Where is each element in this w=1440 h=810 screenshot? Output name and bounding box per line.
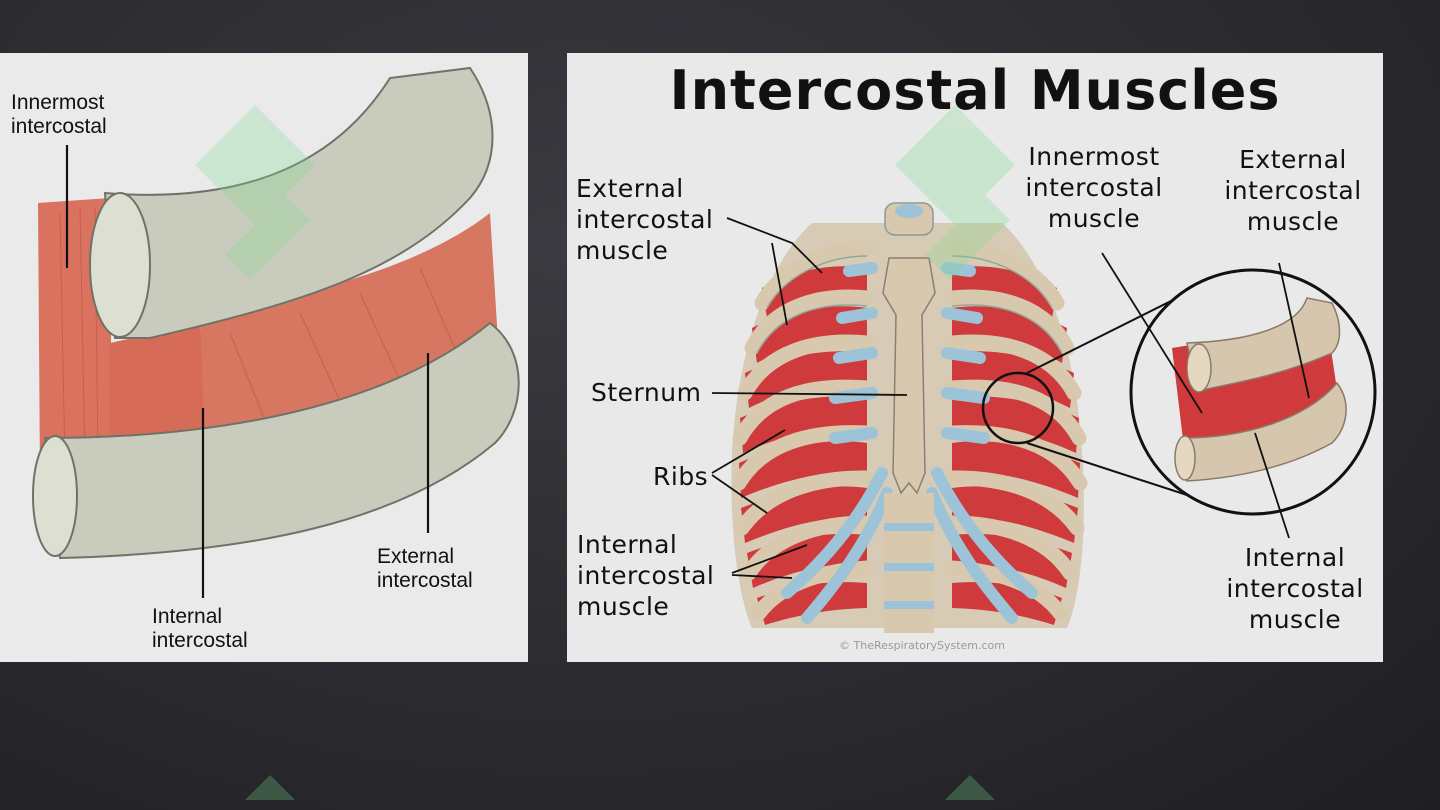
rib-cage-illustration (711, 202, 1377, 633)
label-line: muscle (1047, 204, 1141, 233)
sternum-shape (882, 257, 936, 495)
zoom-lower-rib (1181, 381, 1347, 482)
label-line: intercostal (576, 205, 714, 234)
label-external-intercostal-muscle-left: External intercostal muscle (576, 173, 713, 266)
zoom-upper-rib-end (1186, 343, 1212, 393)
label-line: intercostal (152, 629, 248, 652)
left-leader-lines (65, 145, 430, 598)
diagram-title: Intercostal Muscles (669, 59, 1281, 122)
label-line: Innermost (11, 91, 105, 114)
internal-muscle-shape (110, 323, 210, 448)
label-external-intercostal-muscle-right: External intercostal muscle (1215, 144, 1371, 237)
upper-rib-shape (103, 66, 494, 339)
label-internal-intercostal-muscle-left: Internal intercostal muscle (577, 529, 714, 622)
label-line: External (1239, 145, 1347, 174)
intervertebral-discs (884, 523, 934, 609)
label-line: intercostal (11, 115, 107, 138)
label-ribs: Ribs (653, 462, 709, 491)
label-innermost-intercostal-muscle: Innermost intercostal muscle (1019, 141, 1169, 234)
label-line: Internal (1244, 543, 1346, 572)
upper-rib-cut-end (89, 192, 151, 338)
label-line: muscle (577, 592, 670, 621)
label-line: External (576, 174, 684, 203)
label-line: muscle (1246, 207, 1340, 236)
label-line: Internal (577, 530, 678, 559)
label-internal-intercostal-muscle-right: Internal intercostal muscle (1217, 542, 1373, 635)
zoom-upper-rib (1186, 297, 1341, 392)
label-line: External (377, 545, 455, 568)
right-diagram-panel: Intercostal Muscles (567, 53, 1383, 662)
image-credit: © TheRespiratorySystem.com (839, 639, 1005, 652)
lower-rib-cut-end (32, 435, 78, 557)
zoom-source-circle (981, 371, 1055, 445)
label-line: muscle (576, 236, 669, 265)
right-leader-lines (711, 217, 1310, 579)
label-line: intercostal (1224, 176, 1362, 205)
costal-cartilage (781, 262, 1038, 624)
label-line: Innermost (1028, 142, 1160, 171)
label-line: Internal (152, 605, 223, 628)
left-diagram-panel: Innermost intercostal Internal intercost… (0, 53, 528, 662)
rib-edges (756, 255, 1063, 354)
vertebral-foramen (895, 204, 923, 218)
label-internal-intercostal: Internal intercostal (152, 605, 248, 653)
label-sternum: Sternum (591, 378, 702, 407)
label-line: intercostal (1226, 574, 1364, 603)
label-line: intercostal (377, 569, 473, 592)
label-innermost-intercostal: Innermost intercostal (11, 91, 107, 139)
zoom-lower-rib-end (1174, 435, 1196, 481)
label-line: intercostal (577, 561, 715, 590)
label-external-intercostal: External intercostal (377, 545, 473, 593)
label-line: intercostal (1025, 173, 1163, 202)
lower-rib-shape (43, 321, 520, 560)
intercostal-detail-illustration (32, 66, 520, 598)
label-line: muscle (1248, 605, 1342, 634)
